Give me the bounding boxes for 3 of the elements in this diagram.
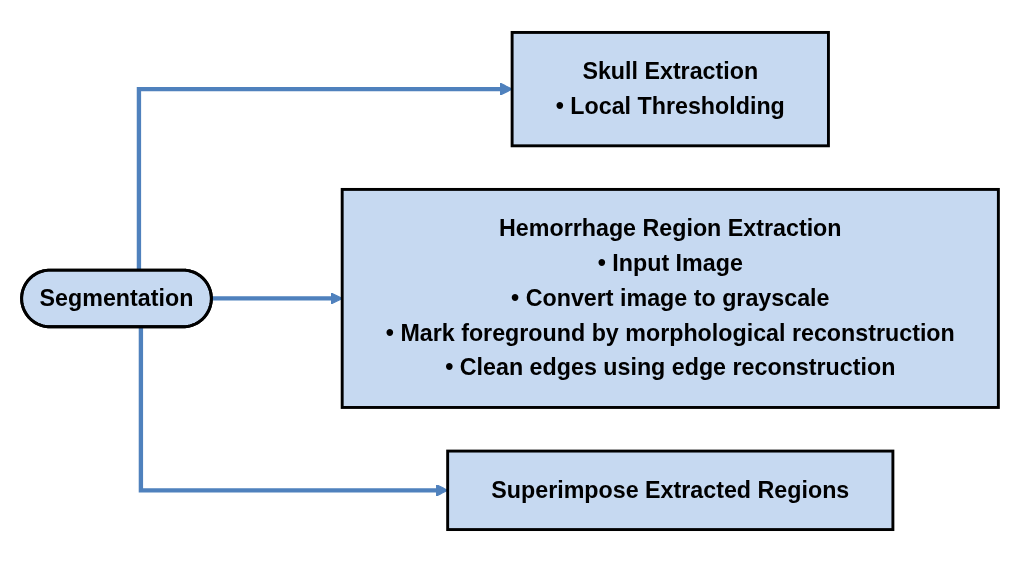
node-box: Skull Extraction • Local Thresholding [510, 30, 830, 147]
node-box: Hemorrhage Region Extraction • Input Image • Convert image to grayscale • Mark foreground by morphological reconstruction • Clean edges using edge reconstruction [340, 187, 1000, 409]
node-box: Superimpose Extracted Regions [446, 449, 895, 531]
